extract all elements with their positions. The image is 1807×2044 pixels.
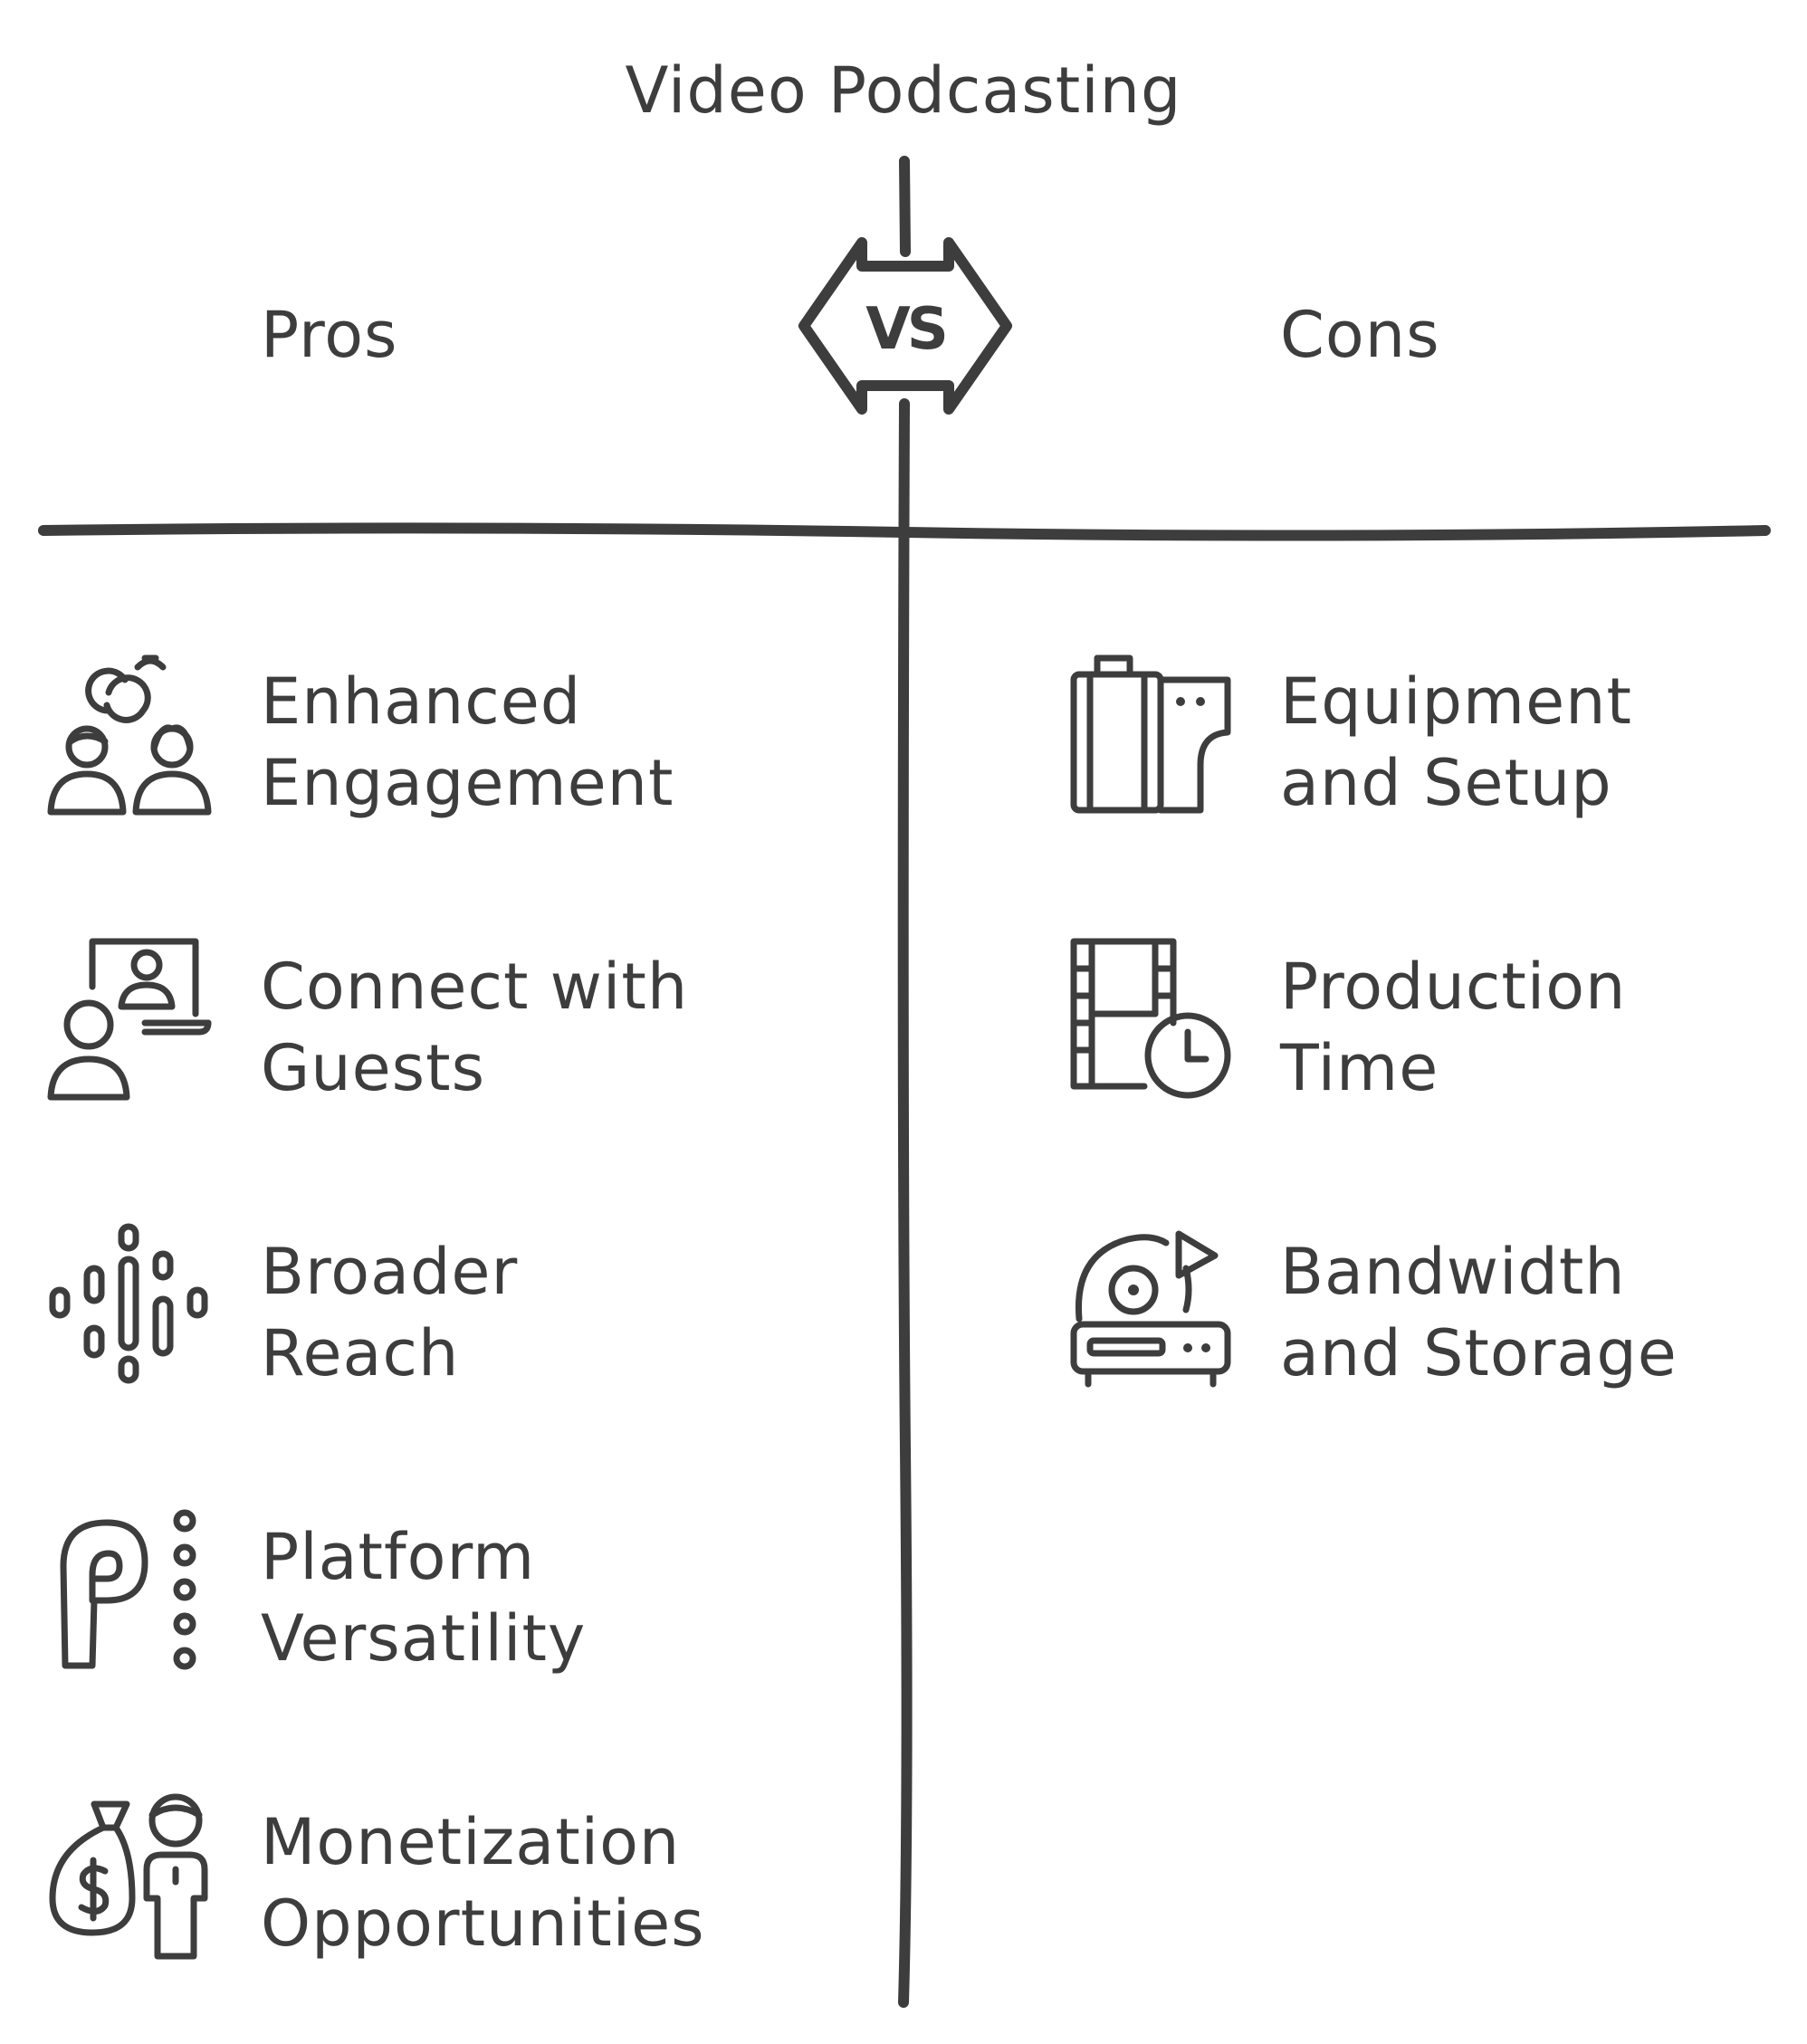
pros-item-monetization-opportunities: Monetization Opportunities xyxy=(261,1801,894,1964)
vs-label: VS xyxy=(865,296,945,363)
item-label-line: Time xyxy=(1280,1031,1439,1105)
item-label-line: Versatility xyxy=(261,1601,587,1676)
pros-item-enhanced-engagement: Enhanced Engagement xyxy=(261,661,894,824)
item-label-line: Opportunities xyxy=(261,1886,705,1961)
cons-item-production-time: Production Time xyxy=(1280,946,1807,1109)
item-label-line: and Storage xyxy=(1280,1316,1678,1390)
vs-badge-outline xyxy=(798,237,1012,415)
item-label-line: and Setup xyxy=(1280,746,1612,820)
item-label-line: Equipment xyxy=(1280,664,1632,739)
pros-heading: Pros xyxy=(261,298,398,372)
page-title: Video Podcasting xyxy=(625,53,1182,128)
item-label-line: Engagement xyxy=(261,746,674,820)
vertical-divider xyxy=(897,398,913,2008)
engagement-icon xyxy=(47,654,212,816)
item-label-line: Guests xyxy=(261,1031,486,1105)
platform-icon xyxy=(60,1509,196,1670)
cons-item-bandwidth-and-storage: Bandwidth and Storage xyxy=(1280,1231,1807,1394)
video-call-icon xyxy=(47,938,212,1101)
film-clock-icon xyxy=(1070,938,1231,1099)
cons-item-equipment-and-setup: Equipment and Setup xyxy=(1280,661,1807,824)
item-label-line: Reach xyxy=(261,1316,460,1390)
storage-drive-icon xyxy=(1070,1230,1231,1388)
pros-item-platform-versatility: Platform Versatility xyxy=(261,1516,894,1679)
money-bag-icon xyxy=(49,1793,208,1960)
item-label-line: Broader xyxy=(261,1235,519,1309)
item-label-line: Enhanced xyxy=(261,664,582,739)
item-label-line: Production xyxy=(1280,950,1627,1024)
item-label-line: Bandwidth xyxy=(1280,1235,1626,1309)
vertical-divider-top xyxy=(899,156,911,257)
vs-badge: VS xyxy=(798,237,1012,415)
item-label-line: Monetization xyxy=(261,1805,681,1879)
item-label-line: Connect with xyxy=(261,950,689,1024)
pros-item-connect-with-guests: Connect with Guests xyxy=(261,946,894,1109)
item-label-line: Platform xyxy=(261,1520,536,1594)
sound-wave-icon xyxy=(49,1223,208,1384)
pros-item-broader-reach: Broader Reach xyxy=(261,1231,894,1394)
equipment-icon xyxy=(1070,654,1231,814)
cons-heading: Cons xyxy=(1280,298,1440,372)
